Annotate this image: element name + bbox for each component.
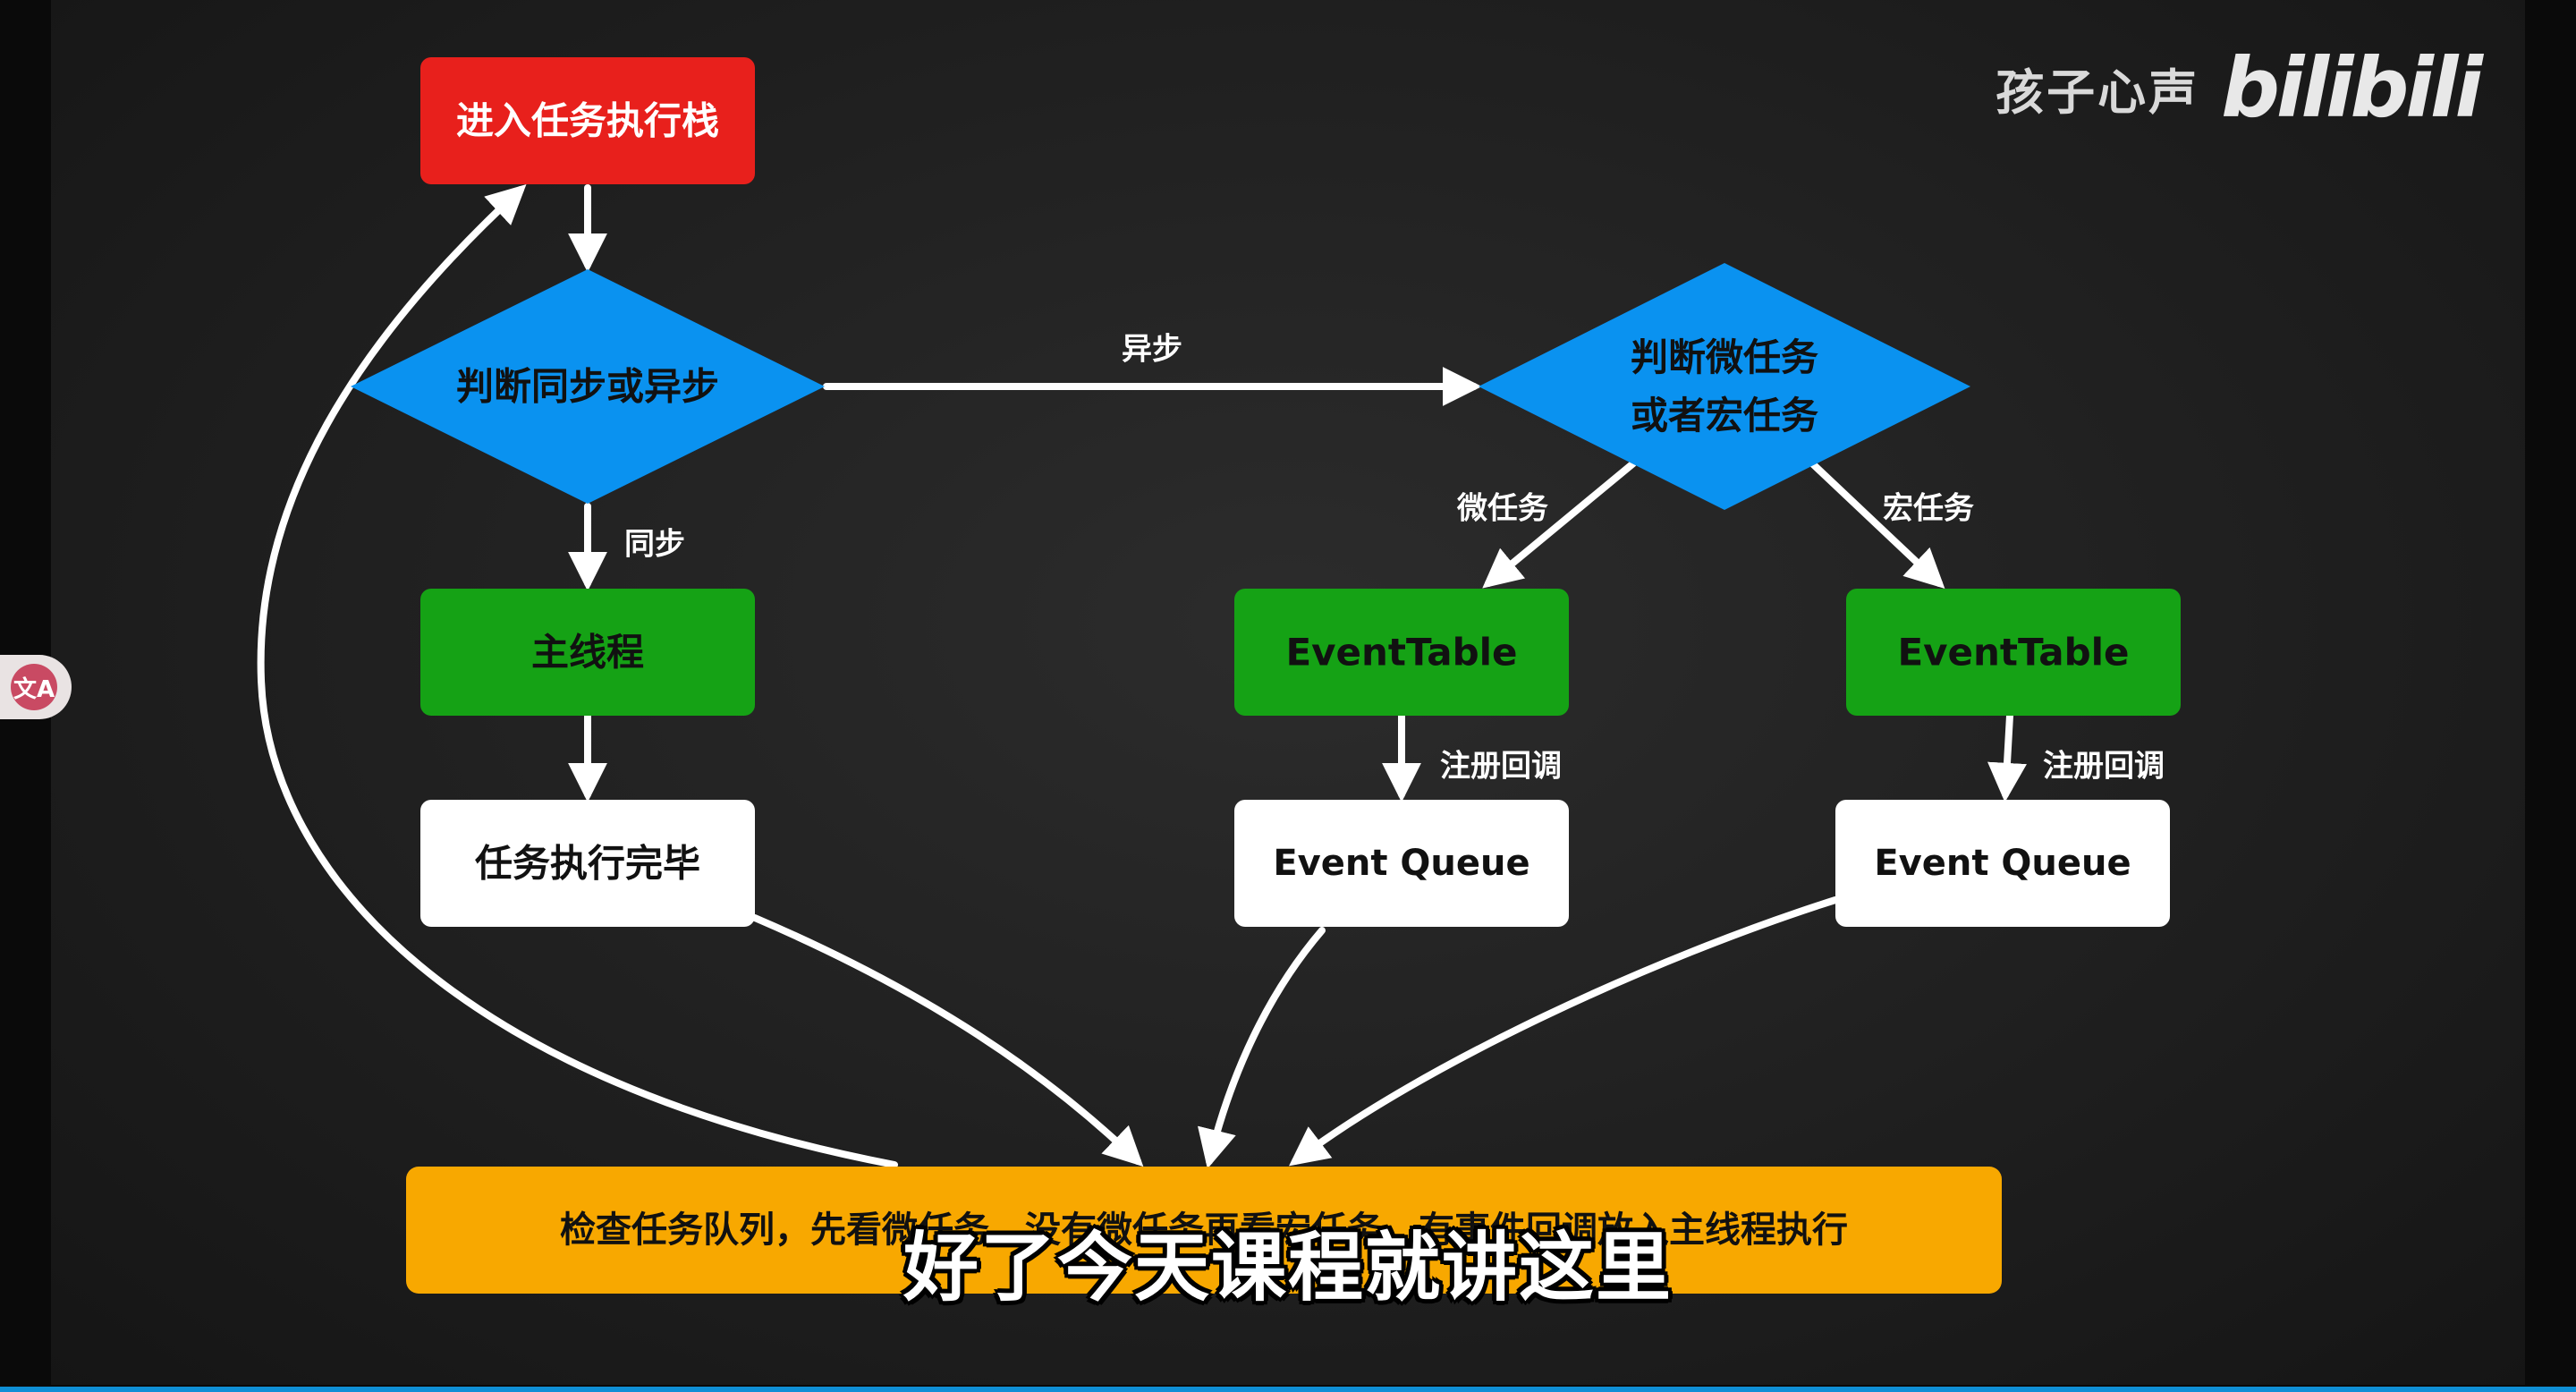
- progress-accent-line: [0, 1387, 2576, 1392]
- node-label-task-done: 任务执行完毕: [475, 842, 700, 886]
- node-label-event-table-macro: EventTable: [1897, 631, 2129, 675]
- edge-event-queue-micro-to-check-queue: [1198, 927, 1326, 1169]
- node-shape-event-queue-macro: [1835, 800, 2170, 927]
- translate-icon: 文A: [11, 664, 57, 710]
- edge-label-judge-micro-macro-to-event-table-micro: 微任务: [1456, 491, 1548, 527]
- node-label-judge-sync: 判断同步或异步: [456, 365, 719, 409]
- node-event-table-micro: EventTable: [1234, 589, 1569, 716]
- node-label-event-queue-micro: Event Queue: [1273, 843, 1530, 884]
- node-event-queue-macro: Event Queue: [1835, 800, 2170, 927]
- edge-label-judge-sync-to-judge-micro-macro: 异步: [1122, 332, 1182, 368]
- node-shape-judge-sync: [351, 269, 825, 504]
- translate-widget[interactable]: 文A: [0, 655, 72, 719]
- video-subtitle: 好了今天课程就讲这里: [902, 1224, 1673, 1311]
- edge-task-done-to-check-queue: [751, 914, 1144, 1167]
- edge-check-queue-to-enter-stack: [257, 184, 898, 1168]
- node-check-queue: 检查任务队列，先看微任务，没有微任务再看宏任务，有事件回调放入主线程执行: [406, 1167, 2002, 1294]
- edge-event-queue-macro-to-check-queue: [1288, 896, 1839, 1167]
- node-shape-check-queue: [406, 1167, 2002, 1294]
- node-shape-main-thread: [420, 589, 755, 716]
- node-event-table-macro: EventTable: [1846, 589, 2181, 716]
- node-label-judge-micro-macro-line-2: 或者宏任务: [1631, 394, 1818, 437]
- channel-watermark: 孩子心声 bilibili: [1996, 40, 2483, 136]
- node-shape-event-table-micro: [1234, 589, 1569, 716]
- node-enter-stack: 进入任务执行栈: [420, 57, 755, 184]
- node-shape-event-queue-micro: [1234, 800, 1569, 927]
- edge-label-judge-sync-to-main-thread: 同步: [624, 527, 685, 563]
- node-label-main-thread: 主线程: [531, 631, 644, 675]
- node-shape-enter-stack: [420, 57, 755, 184]
- node-label-event-queue-macro: Event Queue: [1874, 843, 2131, 884]
- edge-event-table-macro-to-event-queue-macro: [1987, 712, 2027, 802]
- edge-judge-micro-macro-to-event-table-micro: [1482, 460, 1637, 589]
- edge-label-judge-micro-macro-to-event-table-macro: 宏任务: [1883, 491, 1974, 527]
- node-judge-sync: 判断同步或异步: [351, 269, 825, 504]
- node-event-queue-micro: Event Queue: [1234, 800, 1569, 927]
- node-main-thread: 主线程: [420, 589, 755, 716]
- node-shape-task-done: [420, 800, 755, 927]
- node-shape-judge-micro-macro: [1479, 263, 1970, 510]
- node-label-event-table-micro: EventTable: [1285, 631, 1517, 675]
- edge-label-event-table-macro-to-event-queue-macro: 注册回调: [2043, 749, 2165, 785]
- bilibili-logo: bilibili: [2221, 39, 2483, 136]
- node-task-done: 任务执行完毕: [420, 800, 755, 927]
- node-label-check-queue: 检查任务队列，先看微任务，没有微任务再看宏任务，有事件回调放入主线程执行: [560, 1210, 1848, 1251]
- channel-name: 孩子心声: [1996, 64, 2200, 121]
- edge-judge-micro-macro-to-event-table-macro: [1809, 460, 1945, 590]
- node-shape-event-table-macro: [1846, 589, 2181, 716]
- node-label-judge-micro-macro-line-1: 判断微任务: [1631, 335, 1818, 379]
- node-label-enter-stack: 进入任务执行栈: [456, 99, 719, 143]
- edge-label-event-table-micro-to-event-queue-micro: 注册回调: [1440, 749, 1562, 785]
